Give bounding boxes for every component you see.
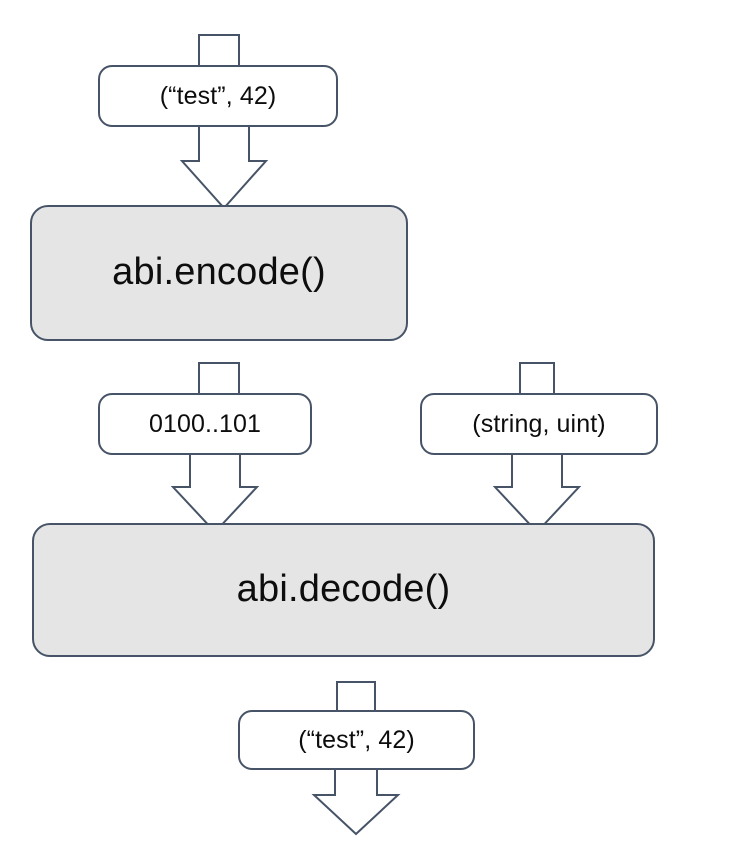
connector-stub-into-output bbox=[336, 681, 376, 717]
connector-stub-into-input bbox=[198, 34, 240, 74]
node-output-tuple-label: (“test”, 42) bbox=[298, 725, 415, 754]
connector-arrow-types-to-decode bbox=[492, 452, 582, 534]
node-encoded-bytes[interactable]: 0100..101 bbox=[98, 393, 312, 455]
node-abi-decode[interactable]: abi.decode() bbox=[32, 523, 655, 657]
node-output-tuple[interactable]: (“test”, 42) bbox=[238, 710, 475, 770]
node-abi-encode[interactable]: abi.encode() bbox=[30, 205, 408, 341]
node-encoded-bytes-label: 0100..101 bbox=[148, 409, 262, 438]
node-abi-encode-label: abi.encode() bbox=[112, 251, 326, 294]
node-abi-decode-label: abi.decode() bbox=[236, 568, 451, 611]
node-type-tuple-label: (string, uint) bbox=[472, 409, 606, 438]
connector-arrow-output-to-caller bbox=[311, 766, 401, 836]
connector-stub-into-types bbox=[519, 362, 555, 400]
connector-stub-into-bytes bbox=[198, 362, 240, 400]
connector-arrow-bytes-to-decode bbox=[170, 452, 260, 534]
node-input-tuple-label: (“test”, 42) bbox=[159, 81, 277, 110]
connector-arrow-input-to-encode bbox=[179, 124, 269, 210]
node-type-tuple[interactable]: (string, uint) bbox=[420, 393, 658, 455]
node-input-tuple[interactable]: (“test”, 42) bbox=[98, 65, 338, 127]
